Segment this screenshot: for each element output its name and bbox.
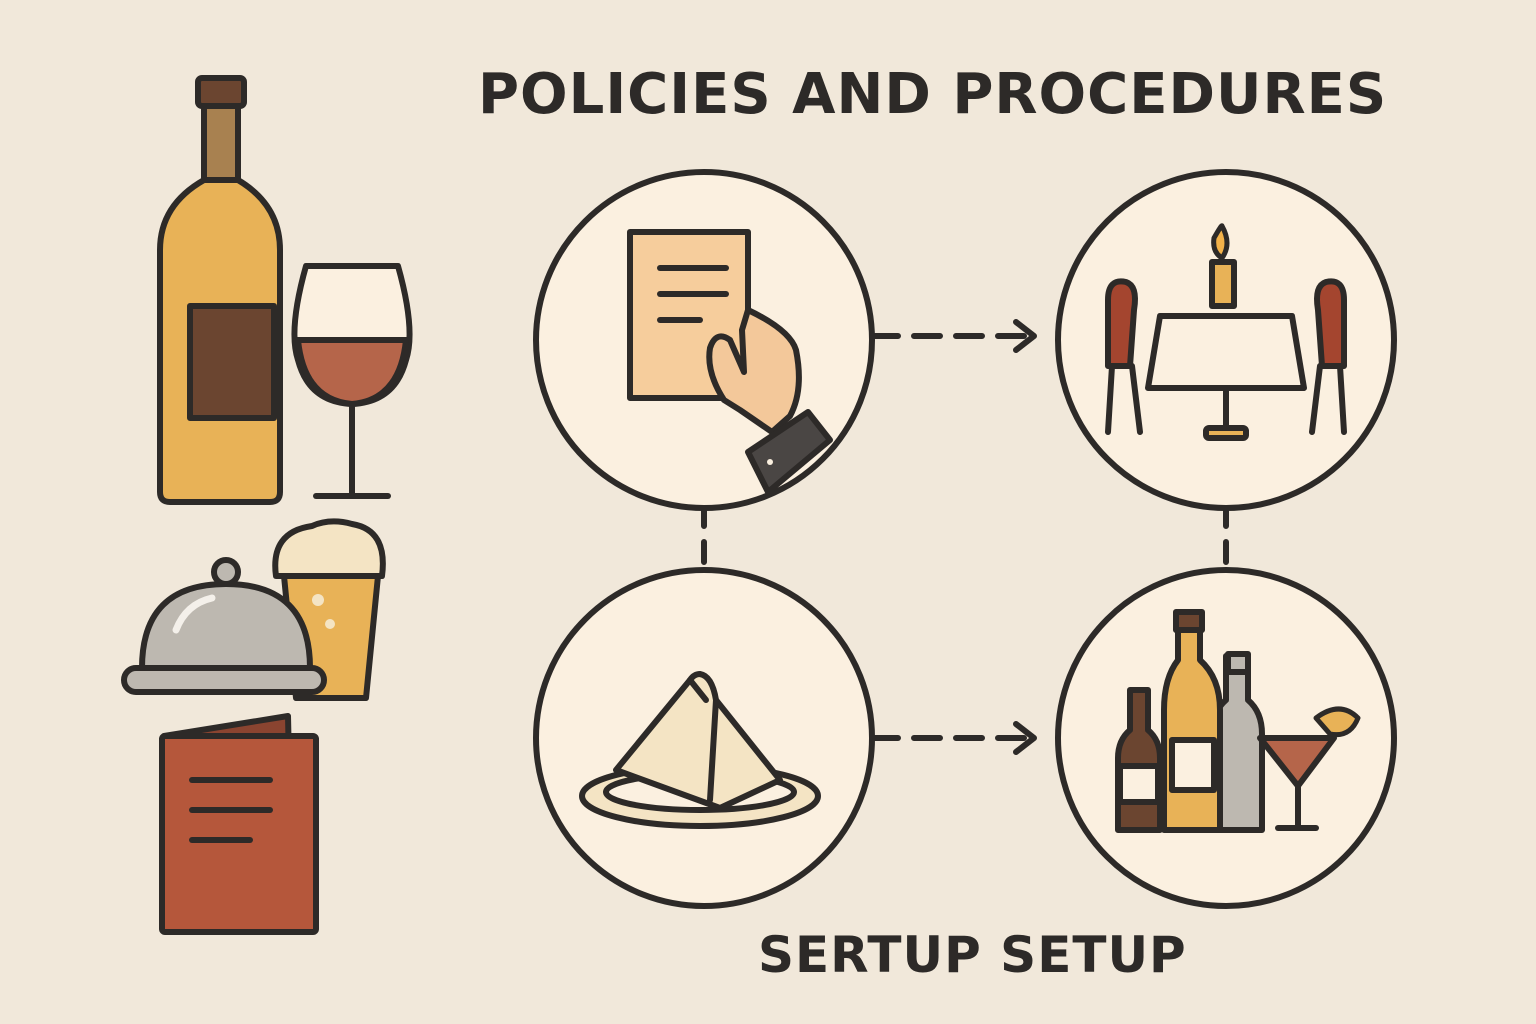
wine-glass-icon — [291, 263, 413, 499]
bar-bottles-icon — [1115, 609, 1361, 833]
connectors — [701, 319, 1229, 755]
page-subtitle: SERTUP SETUP — [758, 926, 1187, 984]
page-title: POLICIES AND PROCEDURES — [478, 62, 1388, 127]
dining-table-icon — [1105, 223, 1347, 441]
document-hand-icon — [627, 229, 833, 495]
menu-icon — [159, 713, 319, 935]
wine-bottle-icon — [157, 75, 283, 505]
cloche-icon — [121, 557, 327, 695]
folded-napkin-icon — [579, 671, 821, 829]
